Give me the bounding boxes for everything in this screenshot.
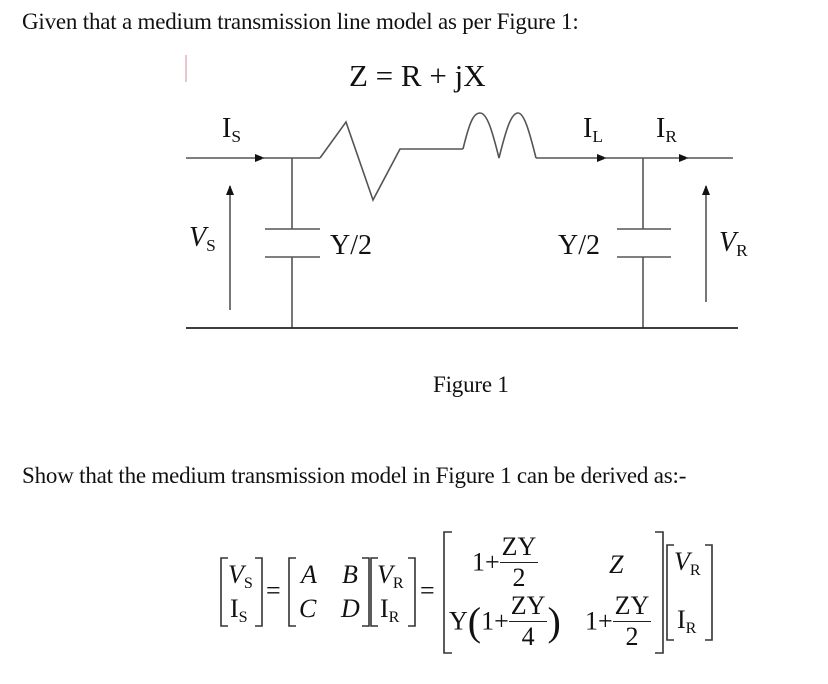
mid-ir: IR: [380, 594, 400, 626]
equals-1: =: [266, 576, 281, 605]
question-text: Show that the medium transmission model …: [22, 463, 687, 488]
lhs-vs: VS: [228, 560, 253, 592]
rhs-ir: IR: [677, 605, 697, 637]
shunt-capacitor-left: [265, 158, 320, 328]
inductor-symbol: [462, 112, 537, 159]
il-label: IL: [583, 113, 603, 147]
mid-vr: VR: [377, 560, 404, 592]
intro-text: Given that a medium transmission line mo…: [22, 9, 579, 34]
shunt-left-label: Y/2: [330, 230, 372, 261]
abcd-c: C: [299, 594, 317, 623]
vr-label: VR: [719, 227, 748, 261]
rhs-vr: VR: [674, 547, 701, 579]
top-wire: [186, 112, 733, 203]
impedance-label: Z = R + jX: [349, 58, 486, 93]
equals-2: =: [420, 576, 435, 605]
is-label: IS: [222, 113, 241, 147]
ir-label: IR: [656, 113, 677, 147]
m12: Z: [609, 550, 624, 579]
figure-caption: Figure 1: [433, 372, 509, 397]
abcd-d: D: [341, 594, 360, 623]
shunt-capacitor-right: [617, 158, 671, 328]
lhs-is: IS: [230, 594, 248, 626]
vs-label: VS: [189, 222, 216, 256]
shunt-right-label: Y/2: [558, 230, 600, 261]
resistor-symbol: [319, 120, 463, 203]
abcd-b: B: [342, 560, 358, 589]
abcd-a: A: [301, 560, 317, 589]
